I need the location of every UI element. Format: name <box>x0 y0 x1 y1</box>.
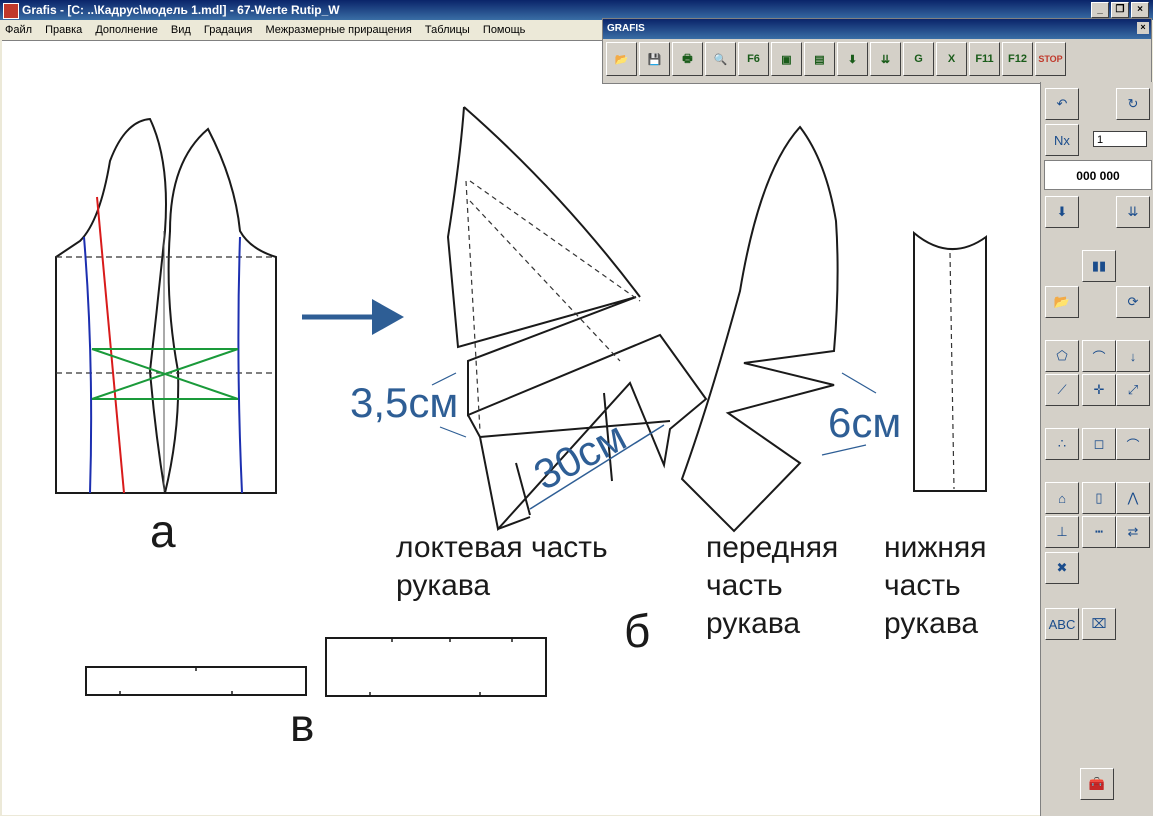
pattern-drawing: а б в 3,5см 30см 6см локтевая часть рука… <box>55 106 987 751</box>
rotate-piece-icon[interactable]: ⟳ <box>1116 286 1150 318</box>
menu-edit[interactable]: Правка <box>45 24 83 36</box>
curve-icon[interactable]: ⌒ <box>1082 340 1116 372</box>
print-icon[interactable]: 🖶 <box>672 42 703 76</box>
tools-box-icon[interactable]: 🧰 <box>1080 768 1114 800</box>
rect-circle-icon[interactable]: ◻ <box>1082 428 1116 460</box>
menu-view[interactable]: Вид <box>170 24 191 36</box>
dashed-lines-icon[interactable]: ┅ <box>1082 516 1116 548</box>
layers-icon[interactable]: ▣ <box>771 42 802 76</box>
undo-icon[interactable]: ↶ <box>1045 88 1079 120</box>
save-icon[interactable]: 💾 <box>639 42 670 76</box>
dim-3-5cm: 3,5см <box>350 379 458 426</box>
label-v: в <box>290 699 314 751</box>
restore-button[interactable]: ❐ <box>1111 2 1129 18</box>
f6-icon[interactable]: F6 <box>738 42 769 76</box>
menu-file[interactable]: Файл <box>5 24 33 36</box>
split-piece-icon[interactable]: ⋀ <box>1116 482 1150 514</box>
open-folder-icon[interactable]: 📂 <box>1045 286 1079 318</box>
text-abc-icon[interactable]: ABC <box>1045 608 1079 640</box>
nx-value-field[interactable]: 1 <box>1093 131 1147 147</box>
dim-30cm: 30см <box>526 412 633 499</box>
title-bar: Grafis - [C: ..\Кадрус\модель 1.mdl] - 6… <box>0 0 1153 20</box>
shape-icon[interactable]: ⬠ <box>1045 340 1079 372</box>
menu-size-increments[interactable]: Межразмерные приращения <box>265 24 412 36</box>
app-icon <box>3 3 19 19</box>
diagonal-icon[interactable]: ⤢ <box>1116 374 1150 406</box>
excel-icon[interactable]: X <box>936 42 967 76</box>
menu-addon[interactable]: Дополнение <box>95 24 158 36</box>
toolbar-close-button[interactable]: × <box>1137 22 1149 34</box>
delete-icon[interactable]: ✖ <box>1045 552 1079 584</box>
label-front-2: часть <box>706 569 783 602</box>
arrows-icon[interactable]: ⇄ <box>1116 516 1150 548</box>
menu-help[interactable]: Помощь <box>482 24 526 36</box>
point-line-icon[interactable]: ⟋ <box>1045 374 1079 406</box>
drawing-canvas[interactable]: а б в 3,5см 30см 6см локтевая часть рука… <box>2 40 1040 815</box>
menu-grading[interactable]: Градация <box>203 24 253 36</box>
elbow-part-outline <box>446 106 708 532</box>
minimize-button[interactable]: _ <box>1091 2 1109 18</box>
window-title: Grafis - [C: ..\Кадрус\модель 1.mdl] - 6… <box>22 3 340 17</box>
open-icon[interactable]: 📂 <box>606 42 637 76</box>
front-part-outline <box>680 125 839 533</box>
sleeve-right-outline <box>163 127 277 494</box>
counter-display: 000 000 <box>1044 160 1152 190</box>
measure-icon[interactable]: ⊥ <box>1045 516 1079 548</box>
toolbar-header: GRAFIS × <box>603 19 1151 39</box>
points-icon[interactable]: ∴ <box>1045 428 1079 460</box>
download-icon[interactable]: ⬇ <box>837 42 868 76</box>
label-elbow-2: рукава <box>396 569 490 602</box>
label-piece-icon[interactable]: ⌧ <box>1082 608 1116 640</box>
pattern-pieces-icon[interactable]: ▮▮ <box>1082 250 1116 282</box>
label-a: а <box>150 505 176 557</box>
redo-icon[interactable]: ↻ <box>1116 88 1150 120</box>
sleeve-left-outline <box>55 117 167 494</box>
g-table-icon[interactable]: G <box>903 42 934 76</box>
label-b: б <box>624 605 650 657</box>
label-lower-3: рукава <box>884 607 978 640</box>
skirt-icon[interactable]: ▯ <box>1082 482 1116 514</box>
close-button[interactable]: × <box>1131 2 1149 18</box>
ruler-icon[interactable]: ▤ <box>804 42 835 76</box>
grade-icon[interactable]: ⇊ <box>1116 196 1150 228</box>
download-icon[interactable]: ⬇ <box>1045 196 1079 228</box>
nx-icon[interactable]: Nx <box>1045 124 1079 156</box>
arc-icon[interactable]: ⌒ <box>1116 428 1150 460</box>
zoom-icon[interactable]: 🔍 <box>705 42 736 76</box>
f12-icon[interactable]: F12 <box>1002 42 1033 76</box>
menu-tables[interactable]: Таблицы <box>424 24 470 36</box>
dim-6cm: 6см <box>828 399 901 446</box>
lower-part-outline <box>913 230 987 492</box>
grade-icon[interactable]: ⇊ <box>870 42 901 76</box>
stop-icon[interactable]: STOP <box>1035 42 1066 76</box>
label-lower-2: часть <box>884 569 961 602</box>
label-front-3: рукава <box>706 607 800 640</box>
bodice-icon[interactable]: ⌂ <box>1045 482 1079 514</box>
label-lower-1: нижняя <box>884 531 986 564</box>
cross-line-icon[interactable]: ✛ <box>1082 374 1116 406</box>
f11-icon[interactable]: F11 <box>969 42 1000 76</box>
cuff-rect-large <box>325 637 547 697</box>
toolbar-title: GRAFIS <box>607 23 645 34</box>
label-front-1: передняя <box>706 531 838 564</box>
label-elbow-1: локтевая часть <box>396 531 608 564</box>
cuff-rect-small <box>85 666 307 696</box>
piece-arrow-icon[interactable]: ↓ <box>1116 340 1150 372</box>
